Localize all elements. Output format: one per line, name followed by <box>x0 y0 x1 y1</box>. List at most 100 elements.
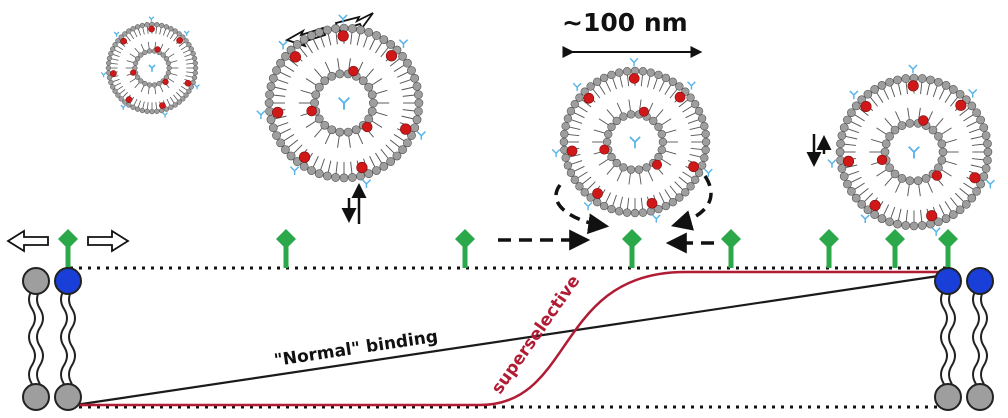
lipid-tail <box>604 79 612 92</box>
lipid-head <box>615 207 624 216</box>
lipid-head <box>314 82 324 92</box>
lipid-tail <box>287 139 299 149</box>
lipid-tail <box>682 105 694 113</box>
lipid-tail <box>370 78 383 87</box>
lipid-tail <box>275 122 289 128</box>
lipid-head <box>339 173 349 183</box>
lipid-head <box>156 80 162 87</box>
lipid-tail <box>159 26 162 35</box>
lipid-tail <box>314 126 324 138</box>
lipid-tail <box>920 209 923 224</box>
lipid-tail <box>664 189 672 201</box>
lipid-tail <box>324 61 332 75</box>
lipid-tail <box>278 71 291 78</box>
lipid-head <box>190 50 196 57</box>
ligand-dot <box>918 115 929 126</box>
lipid-head <box>607 204 616 214</box>
lipid-head <box>180 96 186 102</box>
lipid-head <box>949 85 958 94</box>
lipid-head <box>379 35 389 44</box>
lipid-tail <box>166 29 171 38</box>
lipid-head <box>607 122 616 132</box>
lipid-tail <box>968 127 982 134</box>
lipid-tail <box>844 135 858 140</box>
lipid-head <box>941 81 951 90</box>
lipid-tail <box>147 41 150 50</box>
ligand-dot <box>154 46 161 53</box>
lipid-head <box>934 131 943 141</box>
lipid-head <box>154 108 160 114</box>
lipid-tails <box>940 289 956 385</box>
lipid-tail <box>393 64 406 72</box>
lipid-tails <box>60 289 76 385</box>
lipid-head <box>335 69 345 79</box>
lipid-tail <box>663 150 677 155</box>
lipid-tail <box>389 57 401 67</box>
lipid-head <box>675 193 684 202</box>
lipid-tail <box>312 37 319 50</box>
lipid-head <box>917 74 927 83</box>
lipid-head <box>105 65 112 71</box>
lipid-head <box>414 106 423 116</box>
lipid-head <box>626 110 636 119</box>
lipid-head <box>108 79 114 86</box>
ligand-dot <box>842 155 855 167</box>
lipid-head <box>847 187 856 196</box>
ligand-dot <box>348 65 359 77</box>
lipid-head <box>126 28 132 34</box>
lipid-tail <box>895 180 902 193</box>
lipid-tail <box>569 118 583 124</box>
ligand-dot <box>583 92 595 104</box>
lipid-head <box>905 118 915 128</box>
lipid-tail <box>155 26 158 34</box>
lipid-head <box>172 28 178 34</box>
lipid-tail <box>950 95 959 107</box>
lipid-head <box>115 38 121 44</box>
lipid-head <box>559 137 569 147</box>
lipid-head <box>414 90 423 100</box>
lipid-tail <box>653 76 659 90</box>
lipid-head <box>149 108 155 115</box>
lipid-tail <box>932 84 939 98</box>
ligand-dot <box>674 91 686 103</box>
lipid-head <box>928 125 938 135</box>
lipid-tail <box>399 78 413 84</box>
lipid-tail <box>125 34 131 42</box>
lipid-tail <box>663 129 677 134</box>
lipid-head <box>266 81 276 91</box>
lipid-tail <box>147 86 150 95</box>
ligand-dot <box>176 37 183 44</box>
lipid-tail <box>389 139 401 149</box>
lipid-head <box>168 26 174 32</box>
lipid-tail <box>658 79 666 92</box>
lipid-head <box>575 93 584 102</box>
lipid-head <box>343 127 353 137</box>
lipid-tail <box>598 157 610 166</box>
lipid-tail <box>619 196 623 210</box>
blue-probe-icon <box>148 16 155 22</box>
lipid-head <box>566 106 576 116</box>
lipid-head <box>938 147 948 157</box>
lipid-head <box>654 70 663 80</box>
lipid-tail <box>687 118 701 124</box>
lipid-head <box>979 172 989 181</box>
anchor-lipid-head <box>934 267 962 295</box>
lipid-tail <box>871 138 884 144</box>
lipid-head <box>372 31 381 40</box>
blue-probe-icon <box>337 96 351 110</box>
lipid-head <box>897 121 907 130</box>
ligand-dot <box>599 144 610 155</box>
blue-probe-icon <box>908 146 920 159</box>
lipid-tail <box>849 176 862 184</box>
lipid-tail <box>844 164 858 169</box>
lateral-diffusion-arrows-membrane <box>6 229 130 253</box>
lipid-head <box>106 75 113 81</box>
lipid-head <box>265 90 274 100</box>
lipid-head <box>134 74 141 80</box>
lipid-tail <box>920 80 923 95</box>
lipid-head <box>307 31 316 40</box>
lipid-head <box>561 122 570 131</box>
lipid-tail <box>889 206 896 220</box>
lipid-head <box>191 75 198 81</box>
lipid-tail <box>884 117 894 129</box>
